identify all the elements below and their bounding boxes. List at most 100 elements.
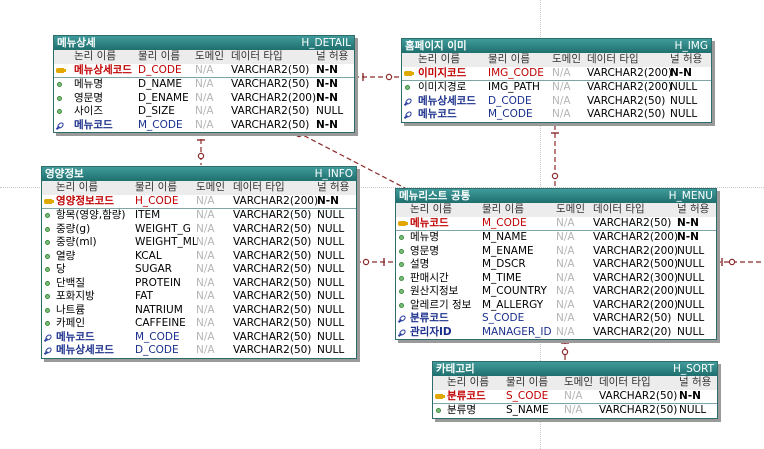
cell-type: VARCHAR2(50) bbox=[231, 63, 310, 76]
cell-type: VARCHAR2(50) bbox=[233, 317, 312, 329]
column-header: 물리 이름 bbox=[135, 181, 177, 193]
key-icon bbox=[435, 393, 445, 399]
cell-physical: D_SIZE bbox=[138, 105, 175, 117]
cell-physical: D_NAME bbox=[138, 78, 183, 90]
cardinality-zero-mark bbox=[197, 152, 205, 160]
entity-header: 메뉴리스트 공통 H_MENU bbox=[396, 189, 716, 203]
cell-nullable: N-N bbox=[316, 91, 338, 104]
cell-logical: 메뉴상세코드 bbox=[56, 344, 114, 356]
column-header: 데이터 타입 bbox=[231, 50, 283, 62]
cell-physical: M_CODE bbox=[138, 118, 183, 131]
column-header: 널 허용 bbox=[316, 50, 349, 62]
attribute-dot-icon bbox=[45, 267, 50, 272]
cell-logical: 카페인 bbox=[56, 317, 85, 329]
cell-domain: N/A bbox=[196, 236, 215, 248]
cell-nullable: NULL bbox=[677, 325, 705, 338]
cell-nullable: NULL bbox=[317, 317, 345, 329]
cell-nullable: N-N bbox=[316, 118, 338, 131]
attribute-dot-icon bbox=[45, 240, 50, 245]
column-header: 데이터 타입 bbox=[593, 203, 645, 215]
column-header: 데이터 타입 bbox=[599, 376, 651, 388]
entity-physical-name: H_DETAIL bbox=[301, 37, 351, 49]
entity-physical-name: H_SORT bbox=[672, 363, 714, 375]
cell-nullable: NULL bbox=[679, 404, 707, 416]
cell-logical: 분류코드 bbox=[410, 312, 449, 324]
cell-type: VARCHAR2(50) bbox=[599, 404, 678, 416]
cell-nullable: NULL bbox=[670, 81, 698, 93]
cell-physical: M_CODE bbox=[135, 330, 180, 343]
entity-header: 메뉴상세 H_DETAIL bbox=[54, 36, 354, 50]
cell-logical: 분류코드 bbox=[447, 389, 486, 402]
cell-physical: M_CODE bbox=[482, 216, 527, 229]
cell-domain: N/A bbox=[556, 216, 575, 229]
cell-logical: 당 bbox=[56, 263, 66, 275]
cell-type: VARCHAR2(50) bbox=[231, 105, 310, 117]
cardinality-zero-mark bbox=[385, 73, 393, 81]
cell-nullable: NULL bbox=[670, 94, 698, 107]
cell-physical: IMG_PATH bbox=[488, 81, 540, 93]
cardinality-zero-mark bbox=[728, 258, 736, 266]
cell-nullable: NULL bbox=[677, 312, 705, 324]
attribute-dot-icon bbox=[57, 109, 62, 114]
key-icon bbox=[404, 70, 414, 76]
cell-domain: N/A bbox=[196, 330, 215, 343]
cell-physical: KCAL bbox=[135, 249, 162, 262]
cell-logical: 메뉴코드 bbox=[410, 216, 449, 229]
cell-logical: 중량(ml) bbox=[56, 236, 97, 248]
column-header: 널 허용 bbox=[679, 376, 712, 388]
cell-domain: N/A bbox=[556, 325, 575, 338]
cell-type: VARCHAR2(200) bbox=[231, 91, 317, 104]
cell-type: VARCHAR2(50) bbox=[233, 330, 312, 343]
cell-nullable: NULL bbox=[317, 263, 345, 275]
cell-domain: N/A bbox=[556, 271, 575, 284]
link-icon bbox=[404, 110, 412, 119]
entity-header: 카테고리 H_SORT bbox=[433, 362, 717, 376]
column-header: 도메인 bbox=[556, 203, 585, 215]
attribute-dot-icon bbox=[399, 248, 404, 254]
cell-nullable: NULL bbox=[317, 249, 345, 262]
cell-domain: N/A bbox=[196, 303, 215, 316]
attribute-dot-icon bbox=[399, 289, 404, 294]
entity-header: 홈페이지 이미 H_IMG bbox=[402, 39, 711, 53]
cell-type: VARCHAR2(50) bbox=[233, 236, 312, 248]
cell-physical: SUGAR bbox=[135, 263, 172, 275]
